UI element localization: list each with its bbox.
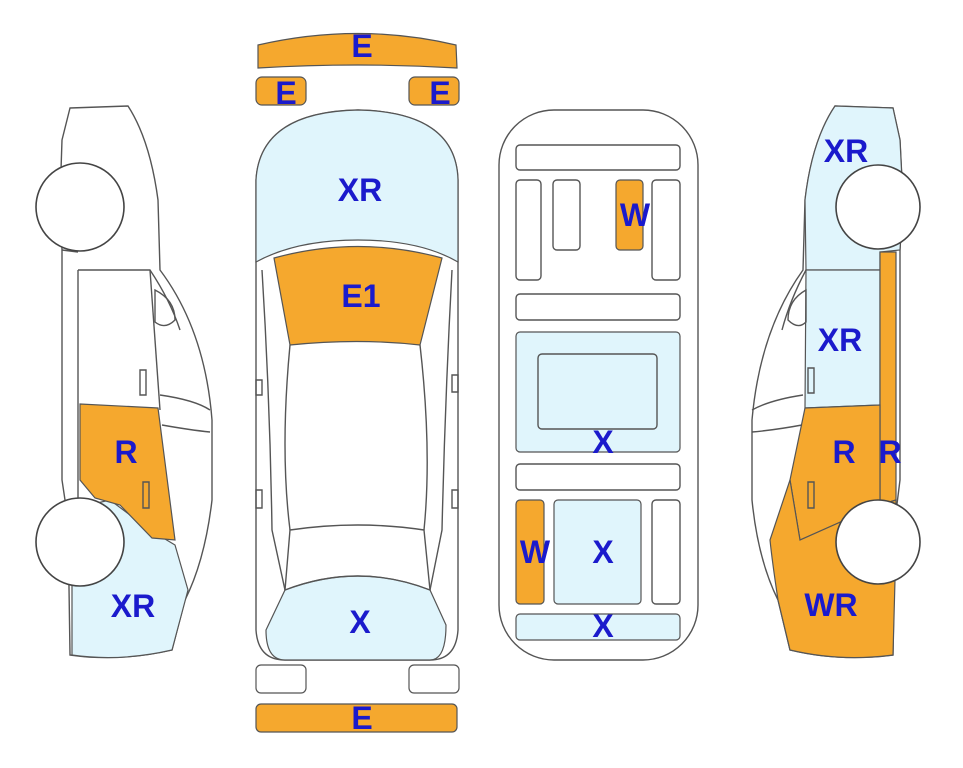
front-right-light-panel <box>408 76 460 106</box>
left-front-door-panel <box>79 403 176 541</box>
left-rear-wheel <box>35 497 125 587</box>
front-left-light-panel <box>255 76 307 106</box>
windshield-label: E1 <box>341 278 380 314</box>
front-bumper-panel <box>257 32 458 69</box>
rear-bumper-panel <box>255 703 458 733</box>
right-rear-quarter-label: WR <box>804 587 857 623</box>
rear-bumper-label: E <box>351 700 372 736</box>
front-right-light-label: E <box>429 75 450 111</box>
left-front-door-label: R <box>114 434 137 470</box>
underbody-rear-center-label: X <box>592 534 614 570</box>
right-rear-wheel <box>835 499 921 585</box>
underbody-middle-label: X <box>592 424 614 460</box>
front-bumper-label: E <box>351 28 372 64</box>
rear-right-light <box>408 664 460 694</box>
left-side-view: R XR <box>35 105 213 659</box>
rear-left-light <box>255 664 307 694</box>
underbody-view: W X W X X <box>498 109 699 661</box>
right-sill-label: R <box>878 434 901 470</box>
hood-panel <box>255 109 459 264</box>
left-front-wheel <box>35 162 125 252</box>
right-front-wheel <box>835 164 921 250</box>
underbody-front-right-label: W <box>620 197 651 233</box>
underbody-rear-edge-panel <box>515 613 681 641</box>
underbody-middle-panel <box>515 331 681 453</box>
right-front-fender-label: XR <box>824 133 868 169</box>
rear-window-label: X <box>349 604 371 640</box>
right-side-view: XR XR R R WR <box>751 105 921 659</box>
hood-label: XR <box>338 172 382 208</box>
underbody-rear-edge-label: X <box>592 608 614 644</box>
underbody-front-right-panel <box>615 179 644 251</box>
underbody-rear-left-label: W <box>520 534 551 570</box>
underbody-rear-center-panel <box>553 499 642 605</box>
windshield-panel <box>273 245 443 346</box>
top-view: E E E XR E1 X E <box>255 28 460 736</box>
front-left-light-label: E <box>275 75 296 111</box>
right-front-door-label: XR <box>818 322 862 358</box>
underbody-rear-left-panel <box>515 499 545 605</box>
right-rear-door-label: R <box>832 434 855 470</box>
left-rear-fender-label: XR <box>111 588 155 624</box>
